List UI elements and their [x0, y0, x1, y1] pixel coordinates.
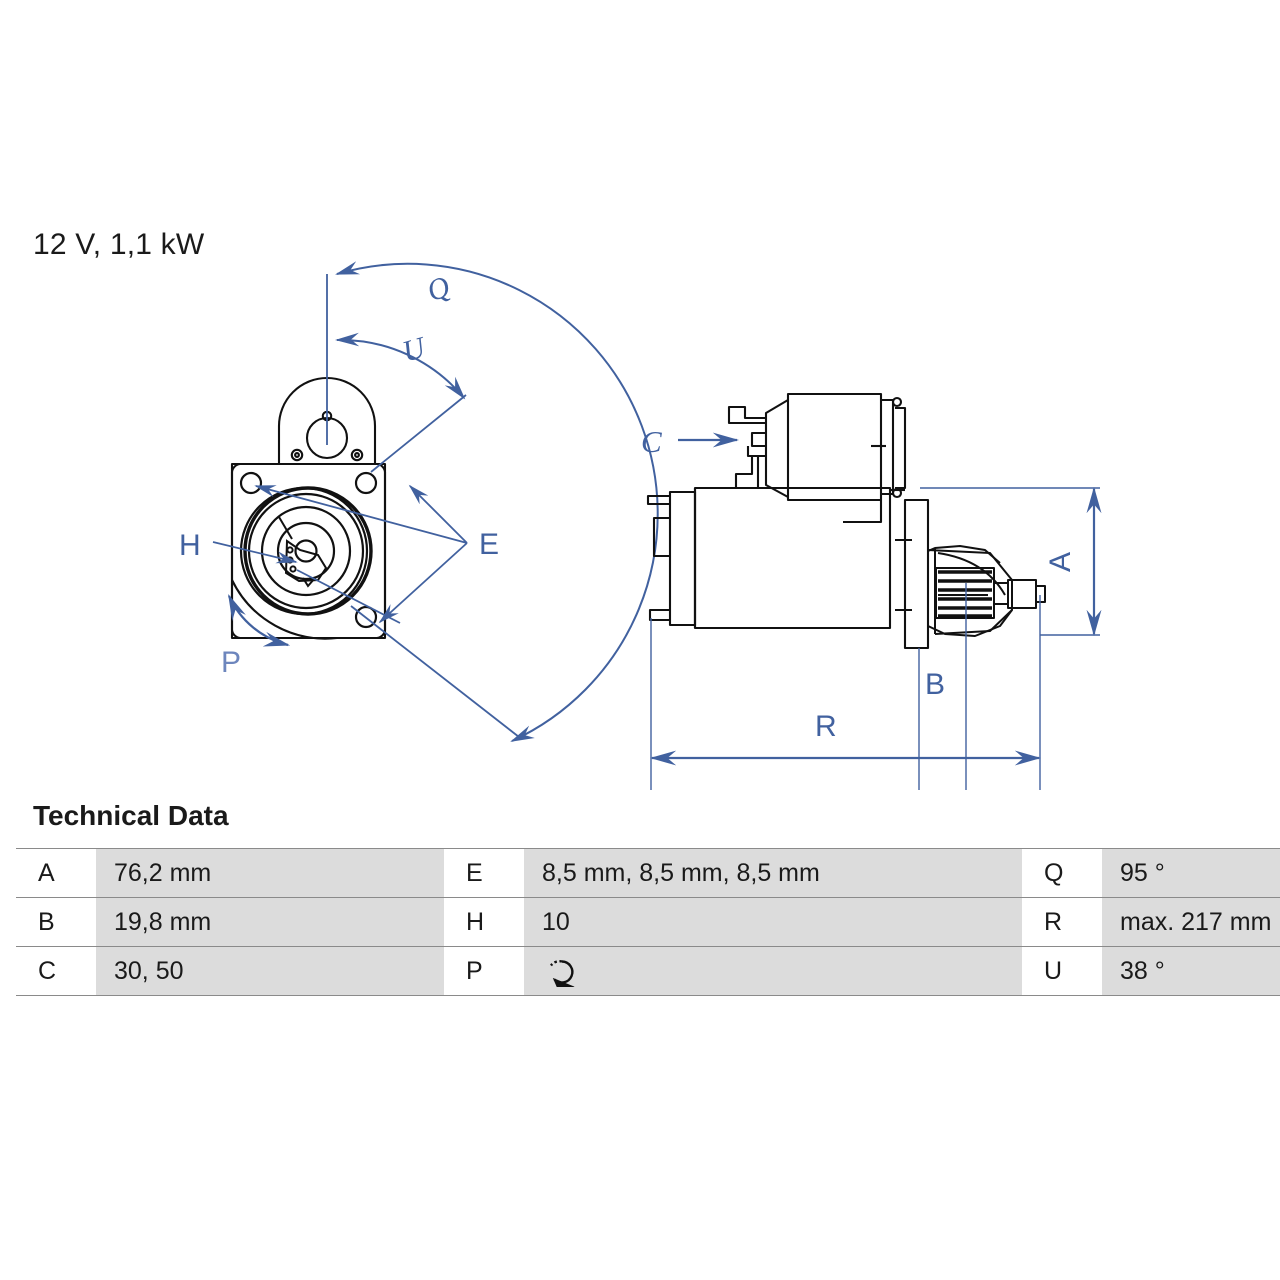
table-key-q: Q: [1022, 848, 1102, 898]
table-value-e: 8,5 mm, 8,5 mm, 8,5 mm: [524, 848, 1022, 898]
front-view-group: Q U E H P: [179, 261, 659, 742]
page-title: 12 V, 1,1 kW: [33, 228, 205, 261]
table-key-a: A: [16, 848, 96, 898]
technical-data-heading: Technical Data: [33, 800, 229, 831]
rotation-direction-icon: [542, 955, 576, 1000]
table-key-p: P: [444, 946, 524, 996]
table-key-e: E: [444, 848, 524, 898]
dimension-label-p: P: [221, 646, 241, 679]
side-view-group: C A B R: [641, 392, 1102, 790]
table-key-b: B: [16, 897, 96, 947]
dimension-label-c: C: [641, 424, 662, 459]
dimension-label-e: E: [479, 528, 499, 561]
table-value-q: 95 °: [1102, 848, 1280, 898]
technical-data-table: A 76,2 mm E 8,5 mm, 8,5 mm, 8,5 mm Q 95 …: [16, 848, 1280, 1000]
table-value-u: 38 °: [1102, 946, 1280, 996]
table-value-p: [524, 946, 1022, 1000]
table-row: C 30, 50 P: [16, 946, 1280, 1000]
table-value-r: max. 217 mm: [1102, 897, 1280, 947]
table-value-h: 10: [524, 897, 1022, 947]
dimension-label-b: B: [925, 668, 945, 701]
dimension-label-u: U: [399, 330, 431, 368]
technical-drawing: Q U E H P: [0, 250, 1280, 790]
dimension-label-q: Q: [422, 270, 455, 309]
table-key-h: H: [444, 897, 524, 947]
table-key-r: R: [1022, 897, 1102, 947]
dimension-label-h: H: [179, 529, 201, 562]
table-value-c: 30, 50: [96, 946, 444, 996]
table-key-u: U: [1022, 946, 1102, 996]
table-key-c: C: [16, 946, 96, 996]
table-row: B 19,8 mm H 10 R max. 217 mm: [16, 897, 1280, 947]
dimension-label-r: R: [815, 710, 837, 743]
dimension-label-a: A: [1044, 552, 1077, 572]
table-row: A 76,2 mm E 8,5 mm, 8,5 mm, 8,5 mm Q 95 …: [16, 848, 1280, 898]
table-value-b: 19,8 mm: [96, 897, 444, 947]
table-value-a: 76,2 mm: [96, 848, 444, 898]
